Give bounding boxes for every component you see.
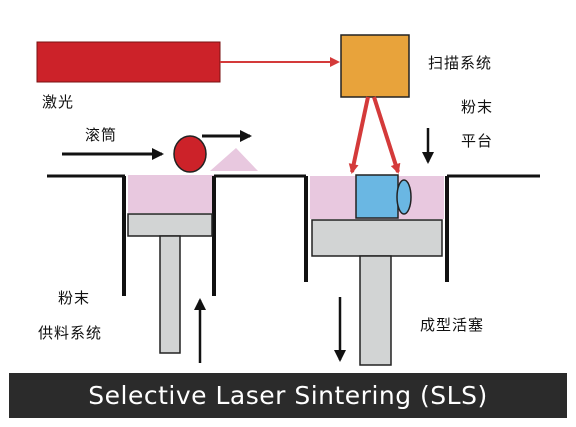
scanning-system [340, 34, 410, 98]
build-piston-label: 成型活塞 [420, 316, 484, 334]
sintered-part [355, 174, 399, 219]
laser-source [36, 41, 221, 83]
laser-label: 激光 [42, 93, 74, 111]
roller-label: 滚筒 [85, 126, 117, 144]
powder-platform-label-line1: 粉末 [461, 98, 493, 116]
footer-title: Selective Laser Sintering (SLS) [9, 373, 567, 418]
feed-piston-rod [159, 235, 181, 354]
scan-beam-right [372, 96, 401, 174]
roller [173, 135, 207, 173]
sintered-part-side [396, 179, 412, 215]
powder-pile [210, 148, 258, 171]
build-piston-rod [359, 255, 392, 366]
scan-beam-left [348, 96, 370, 174]
feed-powder [128, 175, 214, 213]
feed-piston-head [127, 213, 213, 237]
powder-platform-label-line2: 平台 [461, 132, 493, 150]
powder-feed-label-line1: 粉末 [58, 289, 90, 307]
build-piston-head [311, 219, 443, 257]
powder-feed-label-line2: 供料系统 [38, 324, 102, 342]
scanner-label: 扫描系统 [428, 54, 492, 72]
